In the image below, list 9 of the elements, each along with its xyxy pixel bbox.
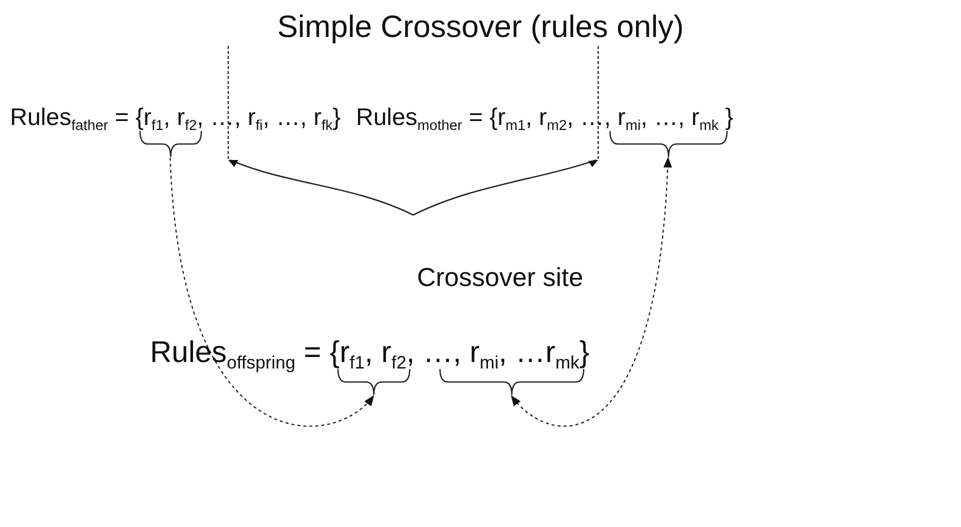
formula-text: Rules$_{offspring}$ = {r$_{f1}$, r$_{f2}$, …, r$_{mi}$, …r$_{mk}$} xyxy=(150,335,590,371)
curly-brace xyxy=(338,369,410,395)
curly-brace xyxy=(440,369,584,395)
dotted-arrow xyxy=(510,156,672,427)
curly-brace xyxy=(610,130,727,157)
curly-brace xyxy=(140,130,201,157)
bracket-label: Crossover site xyxy=(417,262,584,294)
dotted-arrow xyxy=(170,158,374,427)
title: Simple Crossover (rules only) xyxy=(276,8,685,46)
